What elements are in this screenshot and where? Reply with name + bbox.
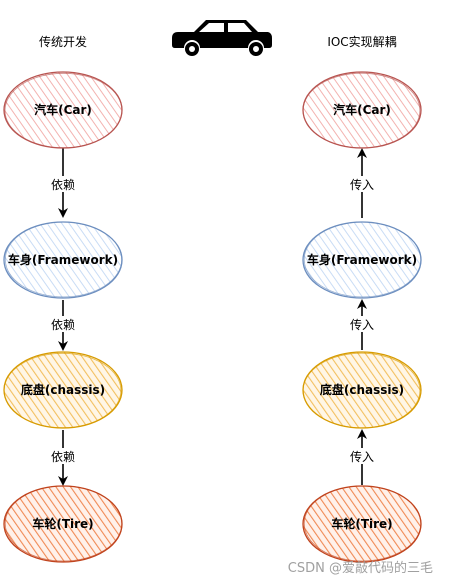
right-edge-label-3: 传入 xyxy=(350,449,374,464)
right-column: 传入 传入 传入 汽车(Car) 车身(Framework) 底盘(chassi… xyxy=(302,71,422,563)
watermark: CSDN @爱敲代码的三毛 xyxy=(288,560,433,576)
right-edge-label-1: 传入 xyxy=(350,177,374,192)
right-node-car-label: 汽车(Car) xyxy=(333,102,391,117)
left-node-car-label: 汽车(Car) xyxy=(34,102,92,117)
left-node-car: 汽车(Car) xyxy=(3,71,123,149)
left-node-chassis: 底盘(chassis) xyxy=(3,351,123,429)
right-node-car: 汽车(Car) xyxy=(302,71,422,149)
right-node-chassis-label: 底盘(chassis) xyxy=(320,382,404,397)
left-node-tire: 车轮(Tire) xyxy=(3,485,123,563)
left-edge-label-2: 依赖 xyxy=(51,317,75,332)
right-node-tire-label: 车轮(Tire) xyxy=(331,516,392,531)
left-node-tire-label: 车轮(Tire) xyxy=(32,516,93,531)
right-node-tire: 车轮(Tire) xyxy=(302,485,422,563)
left-edge-label-3: 依赖 xyxy=(51,449,75,464)
right-node-chassis: 底盘(chassis) xyxy=(302,351,422,429)
right-edge-label-2: 传入 xyxy=(350,317,374,332)
right-node-framework-label: 车身(Framework) xyxy=(307,252,417,267)
left-node-framework-label: 车身(Framework) xyxy=(8,252,118,267)
car-icon xyxy=(172,20,272,56)
left-node-chassis-label: 底盘(chassis) xyxy=(21,382,105,397)
left-edge-label-1: 依赖 xyxy=(51,177,75,192)
right-column-title: IOC实现解耦 xyxy=(327,34,396,49)
left-node-framework: 车身(Framework) xyxy=(3,221,123,299)
left-column-title: 传统开发 xyxy=(39,34,87,49)
left-column: 依赖 依赖 依赖 汽车(Car) 车身(Framework) 底盘(chassi… xyxy=(3,71,123,563)
right-node-framework: 车身(Framework) xyxy=(302,221,422,299)
